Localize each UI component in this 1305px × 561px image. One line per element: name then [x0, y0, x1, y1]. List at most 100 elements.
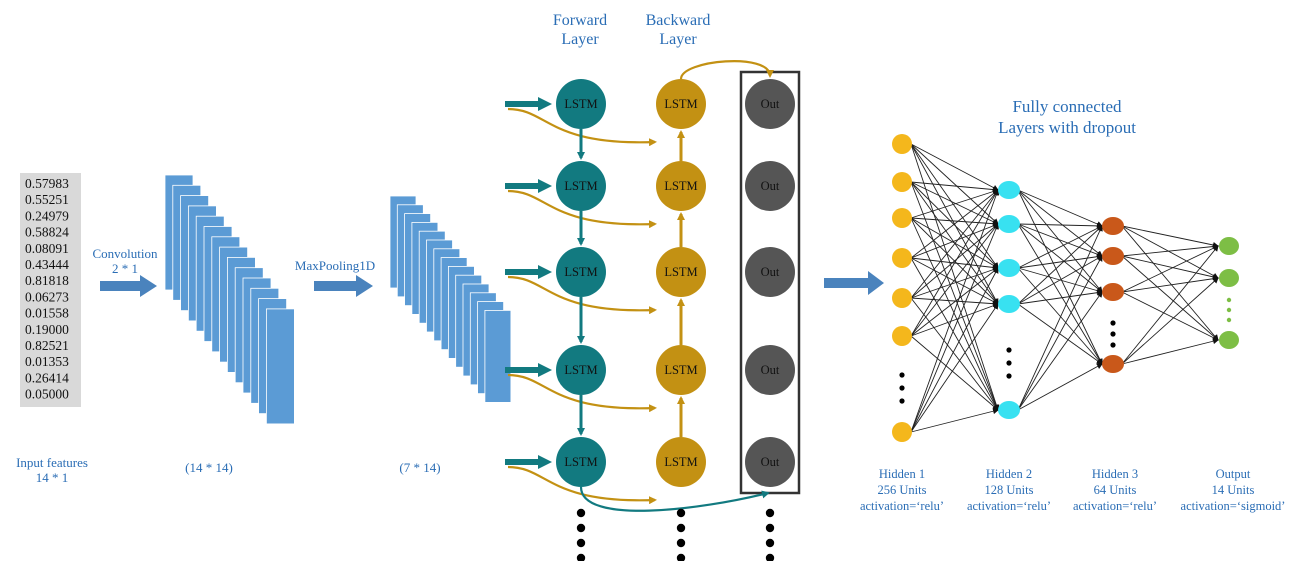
- dense-neuron: [892, 288, 912, 308]
- backward-lstm-label: LSTM: [664, 363, 697, 377]
- input-feature-value: 0.05000: [25, 387, 69, 402]
- dense-neuron: [1102, 283, 1124, 301]
- ellipsis-dot: [765, 523, 775, 533]
- backward-input-connector: [507, 189, 657, 229]
- input-feature-value: 0.06273: [25, 289, 69, 304]
- dense-connection: [910, 143, 999, 269]
- dense-connection: [910, 181, 999, 225]
- backward-input-connector: [507, 107, 657, 147]
- ellipsis-dot: [1110, 320, 1116, 326]
- ellipsis-dot: [1110, 342, 1116, 348]
- hidden3-caption: Hidden 3 64 Units activation=‘relu’: [1073, 467, 1157, 513]
- backward-lstm-label: LSTM: [664, 455, 697, 469]
- forward-lstm-cell: [556, 161, 606, 211]
- arrow-right-icon: [314, 275, 373, 297]
- dense-connection: [1017, 189, 1103, 227]
- forward-layer-title-line2: Layer: [561, 31, 599, 48]
- dense-connection: [1121, 255, 1219, 280]
- dense-connection: [1121, 338, 1219, 365]
- ellipsis-dot: [576, 538, 586, 548]
- backward-input-connector: [507, 465, 657, 505]
- hidden3-units: 64 Units: [1094, 483, 1137, 497]
- dense-neuron: [998, 181, 1020, 199]
- feature-map-layer: [484, 309, 512, 403]
- forward-lstm-label: LSTM: [564, 97, 597, 111]
- dense-neuron: [998, 295, 1020, 313]
- backward-layer-title-line2: Layer: [659, 31, 697, 48]
- input-arrow-icon: [505, 265, 552, 279]
- forward-lstm-cell: [556, 247, 606, 297]
- dense-connection: [1017, 223, 1103, 365]
- backward-lstm-cell: [656, 247, 706, 297]
- dense-connection: [910, 303, 999, 433]
- dense-connection: [1017, 225, 1103, 269]
- dense-connection: [1017, 223, 1103, 258]
- dense-connection: [910, 189, 999, 259]
- input-feature-table: 0.579830.552510.249790.588240.080910.434…: [20, 173, 81, 407]
- input-feature-value: 0.01353: [25, 354, 69, 369]
- input-feature-value: 0.01558: [25, 306, 69, 321]
- ellipsis-dot: [1006, 373, 1012, 379]
- output-cell: [745, 345, 795, 395]
- dense-connection: [1017, 255, 1103, 305]
- output-caption: Output 14 Units activation=‘sigmoid’: [1181, 467, 1286, 513]
- hidden2-activation: activation=‘relu’: [967, 499, 1051, 513]
- dense-connection: [910, 143, 999, 225]
- dense-connection: [1017, 189, 1103, 257]
- dense-connection: [910, 181, 999, 269]
- input-arrow-icon: [505, 179, 552, 193]
- backward-layer-title-line1: Backward: [646, 12, 711, 29]
- ellipsis-dot: [676, 508, 686, 518]
- dense-connection: [910, 302, 999, 337]
- forward-lstm-label: LSTM: [564, 363, 597, 377]
- hidden3-name: Hidden 3: [1092, 467, 1138, 481]
- dense-title-line2: Layers with dropout: [998, 118, 1136, 137]
- dense-neuron: [1219, 269, 1239, 287]
- pooling-feature-maps: [389, 195, 512, 403]
- dense-connection: [1017, 255, 1103, 411]
- dense-connection: [1017, 189, 1103, 293]
- dense-connection: [910, 189, 999, 337]
- ellipsis-dot: [1110, 331, 1116, 337]
- arrow-right-icon: [100, 275, 157, 297]
- dense-connection: [910, 267, 999, 337]
- fully-connected-layers: [892, 134, 1239, 442]
- convolution-feature-maps: [164, 174, 295, 425]
- ellipsis-dot: [1226, 317, 1232, 323]
- input-feature-value: 0.19000: [25, 322, 69, 337]
- backward-lstm-cell: [656, 437, 706, 487]
- ellipsis-dot: [765, 553, 775, 561]
- input-feature-value: 0.43444: [25, 257, 69, 272]
- dense-connection: [910, 257, 999, 411]
- dense-connection: [910, 143, 1000, 411]
- dense-neuron: [1219, 237, 1239, 255]
- maxpooling-label: MaxPooling1D: [295, 258, 375, 273]
- ellipsis-dot: [676, 523, 686, 533]
- ellipsis-dot: [576, 553, 586, 561]
- dense-connection: [1017, 253, 1103, 269]
- dense-neuron: [1102, 247, 1124, 265]
- input-feature-value: 0.26414: [25, 370, 69, 385]
- backward-lstm-label: LSTM: [664, 179, 697, 193]
- backward-lstm-cell: [656, 161, 706, 211]
- dense-connection: [910, 188, 999, 219]
- ellipsis-dot: [576, 523, 586, 533]
- pool-dims: (7 * 14): [399, 460, 440, 475]
- dense-connection: [1121, 243, 1219, 257]
- dense-neuron: [892, 248, 912, 268]
- hidden3-activation: activation=‘relu’: [1073, 499, 1157, 513]
- ellipsis-dot: [676, 553, 686, 561]
- dense-connection: [910, 257, 999, 305]
- dense-neuron: [1219, 331, 1239, 349]
- ellipsis-dot: [899, 385, 905, 391]
- hidden2-caption: Hidden 2 128 Units activation=‘relu’: [967, 467, 1051, 513]
- ellipsis-dot: [899, 372, 905, 378]
- ellipsis-dot: [1006, 347, 1012, 353]
- dense-connection: [910, 217, 999, 411]
- arrow-right-icon: [824, 271, 884, 295]
- ellipsis-dot: [765, 508, 775, 518]
- dense-connection: [910, 181, 1000, 411]
- dense-neuron: [998, 215, 1020, 233]
- dense-connection: [1017, 225, 1103, 411]
